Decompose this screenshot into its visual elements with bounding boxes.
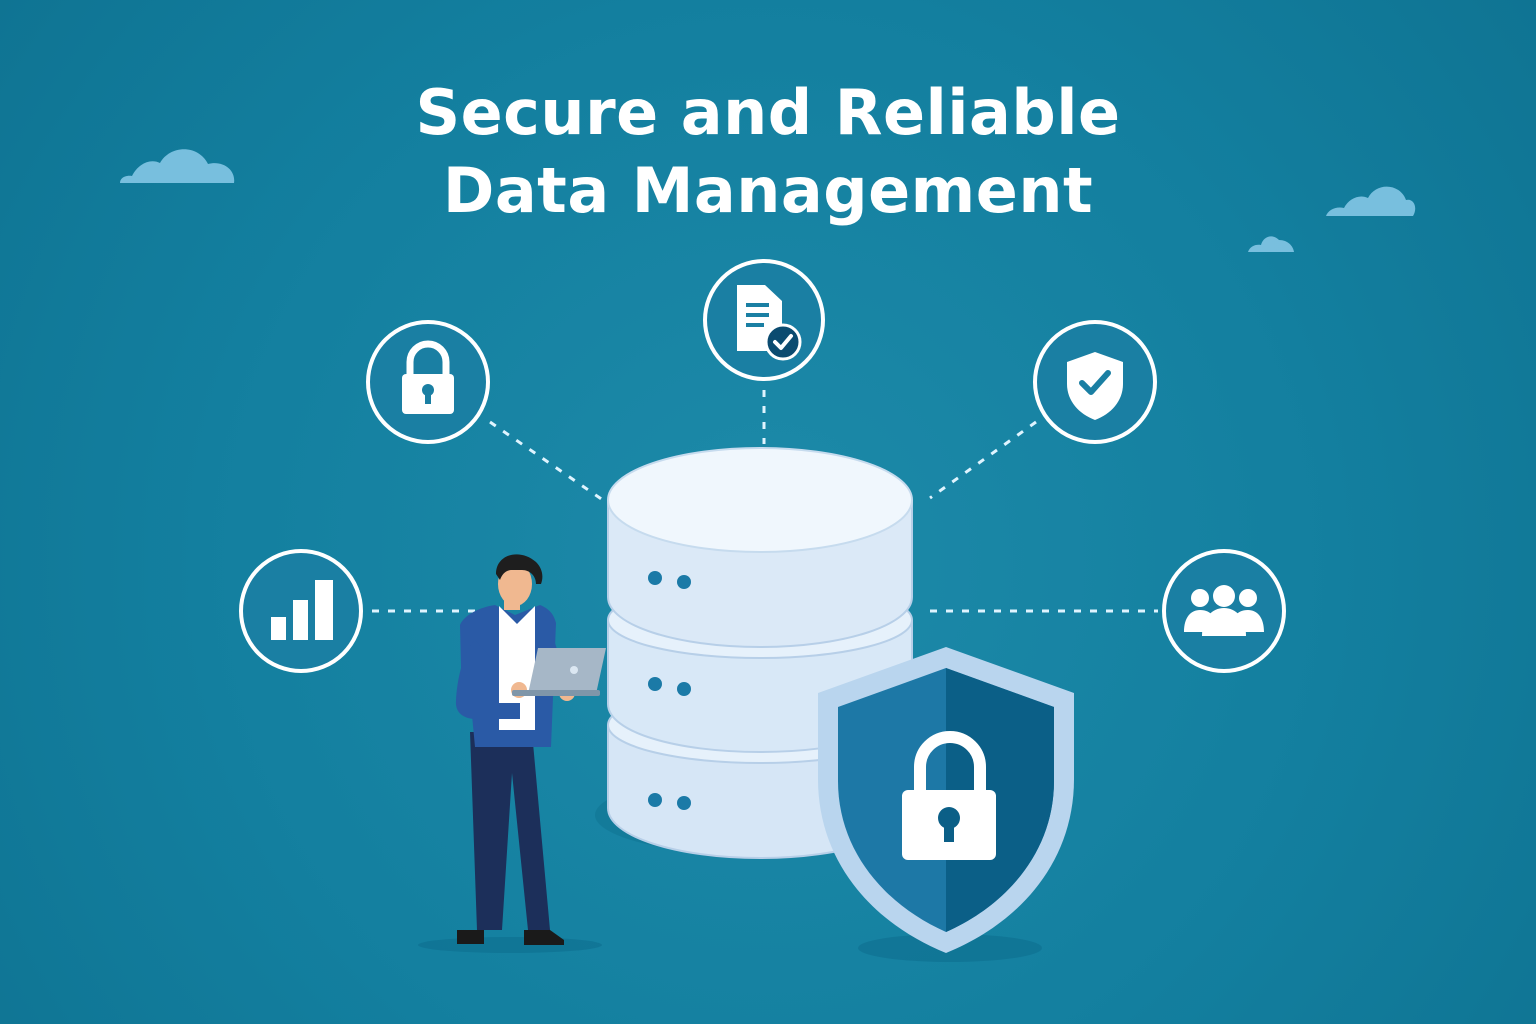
cloud-right-small: [1248, 236, 1294, 252]
cloud-left: [120, 149, 235, 183]
bar-chart-icon: [271, 580, 333, 640]
title-line-2: Data Management: [442, 154, 1094, 227]
lock-icon: [402, 340, 454, 414]
users-icon-node: [1162, 549, 1286, 673]
padlock-icon: [902, 731, 996, 860]
shield-check-icon-node: [1033, 320, 1157, 444]
connector-lines: [372, 390, 1158, 613]
bar-chart-icon-node: [239, 549, 363, 673]
document-check-icon: [737, 285, 802, 361]
lock-icon-node: [366, 320, 490, 444]
users-icon: [1184, 585, 1264, 636]
person-with-laptop: [418, 554, 606, 953]
page-title: Secure and Reliable Data Management: [0, 74, 1536, 230]
document-check-icon-node: [703, 259, 825, 381]
shield-check-icon: [1067, 352, 1123, 420]
security-shield: [818, 647, 1074, 962]
title-line-1: Secure and Reliable: [415, 76, 1121, 149]
cloud-right-large: [1326, 186, 1416, 216]
